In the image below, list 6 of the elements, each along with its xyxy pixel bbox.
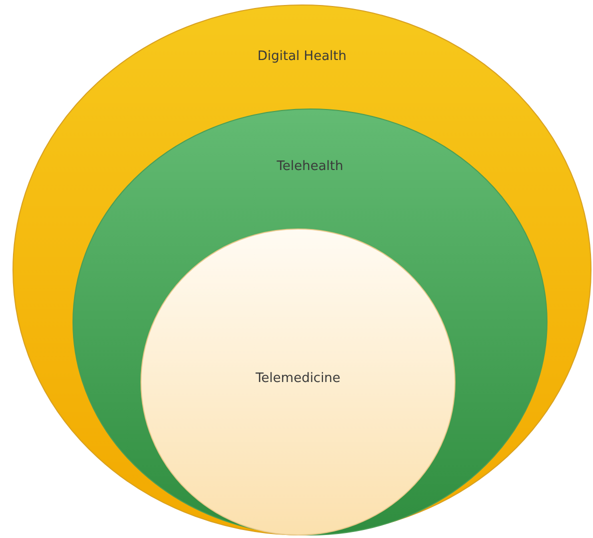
circle-region [12,4,592,536]
circle-region [140,228,456,536]
circle-region [72,108,548,536]
region-label: Digital Health [258,49,346,64]
region-label: Telemedicine [256,371,340,386]
region-label: Telehealth [276,159,344,174]
